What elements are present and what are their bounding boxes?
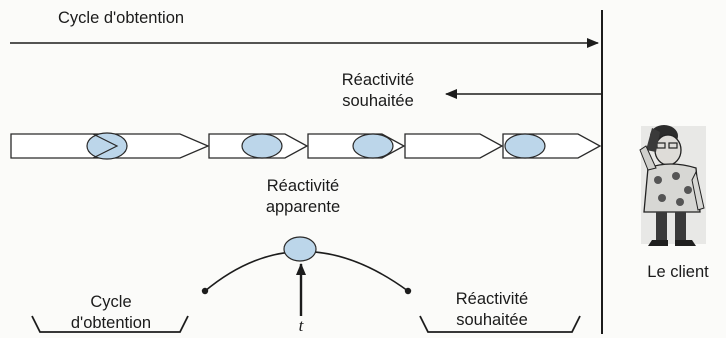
time-label: t bbox=[298, 316, 304, 335]
bracket-left bbox=[31, 315, 189, 333]
desired-reactivity-line1: Réactivité bbox=[341, 71, 415, 89]
bottom-left-line1: Cycle bbox=[90, 293, 132, 311]
person-on-phone-icon bbox=[639, 125, 706, 246]
client-label: Le client bbox=[647, 263, 709, 281]
ellipse-2 bbox=[241, 133, 283, 159]
desired-reactivity-line2: souhaitée bbox=[342, 92, 414, 110]
arc-endpoint-right bbox=[404, 287, 412, 295]
cycle-title: Cycle d'obtention bbox=[58, 9, 185, 27]
bottom-right-line2: souhaitée bbox=[456, 311, 528, 329]
apparent-reactivity-label: Réactivité apparente bbox=[248, 176, 358, 218]
bottom-right-label: Réactivité souhaitée bbox=[432, 289, 552, 331]
desired-reactivity-label: Réactivité souhaitée bbox=[318, 70, 438, 112]
bottom-left-line2: d'obtention bbox=[70, 314, 152, 332]
reactivity-ellipses bbox=[86, 132, 546, 160]
bottom-right-line1: Réactivité bbox=[455, 290, 529, 308]
chevron-divider bbox=[92, 133, 119, 159]
bottom-left-label: Cycle d'obtention bbox=[46, 292, 176, 334]
apparent-ellipse bbox=[283, 236, 317, 262]
bracket-right bbox=[419, 315, 581, 333]
ellipse-3 bbox=[352, 133, 394, 159]
process-block-4 bbox=[404, 133, 504, 159]
apparent-reactivity-line2: apparente bbox=[265, 198, 341, 216]
arc-endpoint-left bbox=[201, 287, 209, 295]
apparent-reactivity-line1: Réactivité bbox=[266, 177, 340, 195]
ellipse-4 bbox=[504, 133, 546, 159]
ellipse-1 bbox=[86, 132, 128, 160]
